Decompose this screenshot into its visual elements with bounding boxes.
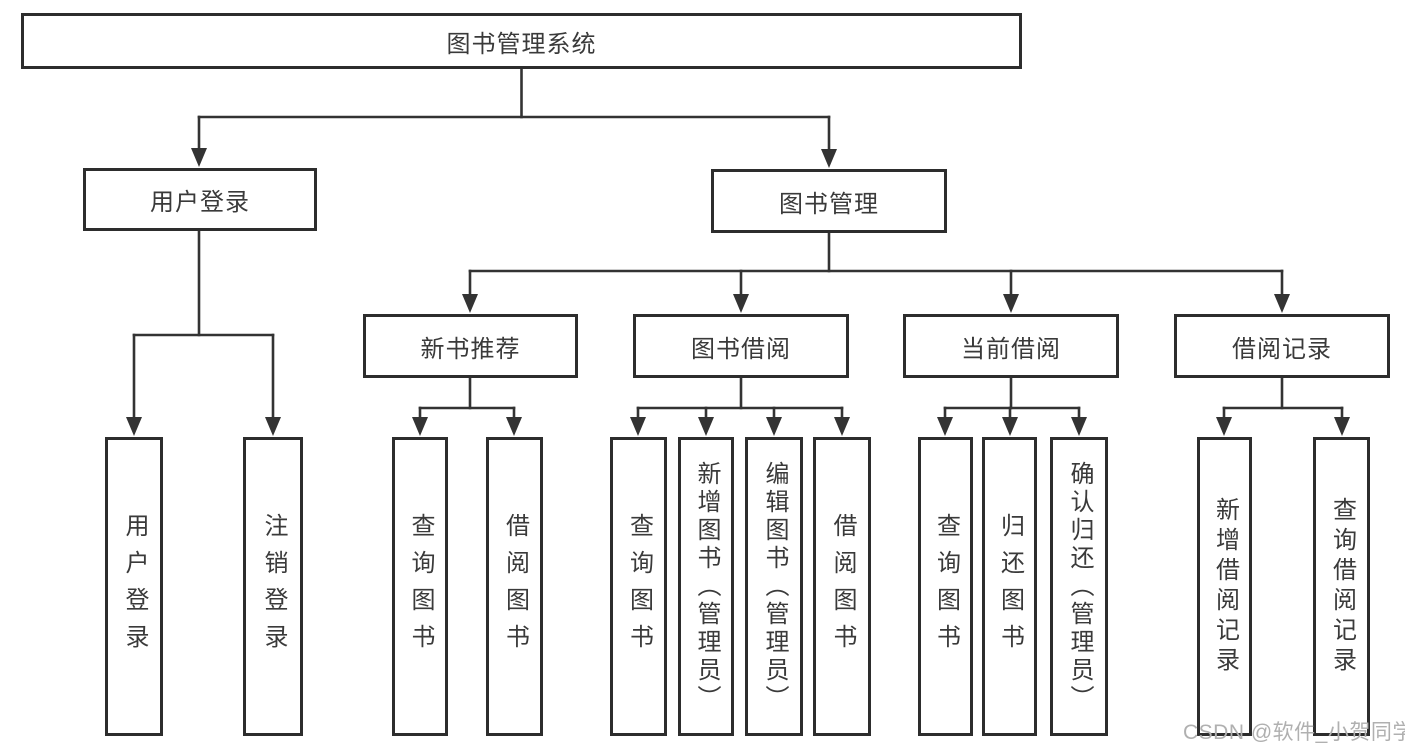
node-leaf-return-books: 归还图书 (982, 437, 1037, 736)
connector-login-to-children (126, 229, 281, 436)
connector-borrowing-to-children (630, 376, 850, 436)
node-current-borrowing: 当前借阅 (903, 314, 1119, 378)
watermark: CSDN @软件_小贺同学 (1183, 721, 1405, 744)
connector-records-to-children (1216, 376, 1350, 436)
node-leaf-query-books-current: 查询图书 (918, 437, 973, 736)
connector-current-to-children (937, 376, 1087, 436)
node-book-management: 图书管理 (711, 169, 947, 233)
node-user-login: 用户登录 (83, 168, 317, 231)
connector-newbook-to-children (412, 376, 522, 436)
node-leaf-user-login: 用户登录 (105, 437, 163, 736)
node-leaf-add-borrow-record: 新增借阅记录 (1197, 437, 1252, 736)
node-leaf-edit-book-admin: 编辑图书（管理员） (745, 437, 803, 736)
connector-mgmt-to-children (462, 231, 1290, 313)
node-leaf-borrow-books-borrowing: 借阅图书 (813, 437, 871, 736)
node-leaf-add-book-admin: 新增图书（管理员） (678, 437, 734, 736)
node-leaf-query-books-borrowing: 查询图书 (610, 437, 667, 736)
node-leaf-query-books-recommend: 查询图书 (392, 437, 448, 736)
node-borrowing-records: 借阅记录 (1174, 314, 1390, 378)
node-root: 图书管理系统 (21, 13, 1022, 69)
node-leaf-confirm-return-admin: 确认归还（管理员） (1050, 437, 1108, 736)
node-new-book-recommendation: 新书推荐 (363, 314, 578, 378)
node-leaf-logout: 注销登录 (243, 437, 303, 736)
node-leaf-borrow-books-recommend: 借阅图书 (486, 437, 543, 736)
node-leaf-query-borrow-record: 查询借阅记录 (1313, 437, 1370, 736)
node-book-borrowing: 图书借阅 (633, 314, 849, 378)
connector-root-to-level2 (191, 67, 837, 168)
